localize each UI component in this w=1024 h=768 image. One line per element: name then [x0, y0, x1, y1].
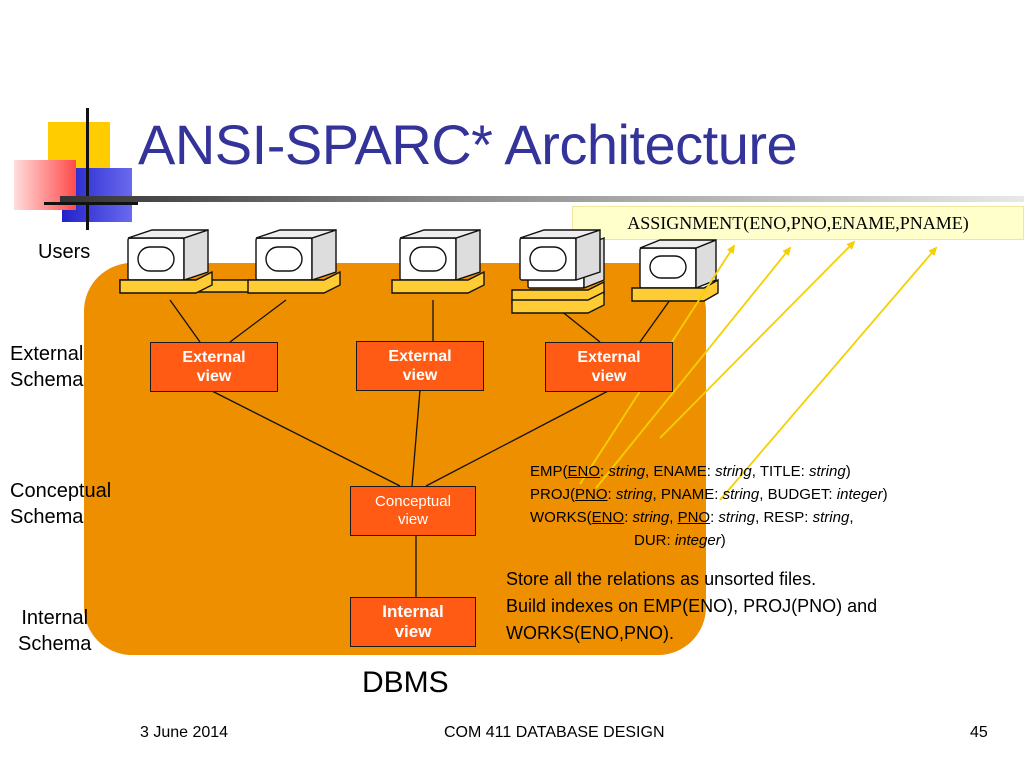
schema-row-emp: EMP(ENO: string, ENAME: string, TITLE: s…: [530, 463, 851, 480]
title-underline: [60, 196, 1024, 202]
external-view-box-2: External view: [356, 341, 484, 391]
dbms-panel: [84, 263, 706, 655]
conceptual-schema-definition: EMP(ENO: string, ENAME: string, TITLE: s…: [530, 460, 888, 552]
footer-date: 3 June 2014: [140, 724, 229, 741]
storage-note-line: WORKS(ENO,PNO).: [506, 623, 675, 643]
external-view-label: External view: [577, 348, 641, 385]
schema-row-proj: PROJ(PNO: string, PNAME: string, BUDGET:…: [530, 486, 888, 503]
dbms-label: DBMS: [362, 666, 449, 699]
external-view-label: External view: [182, 348, 246, 385]
internal-storage-note: Store all the relations as unsorted file…: [506, 566, 877, 647]
conceptual-view-box: Conceptual view: [350, 486, 476, 536]
schema-row-works: WORKS(ENO: string, PNO: string, RESP: st…: [530, 509, 854, 526]
deco-horizontal-line: [44, 202, 138, 205]
user-terminal-icon: [631, 238, 719, 302]
user-terminal-icon: [247, 229, 341, 294]
slide-title: ANSI-SPARC* Architecture: [138, 113, 798, 176]
storage-note-line: Build indexes on EMP(ENO), PROJ(PNO) and: [506, 596, 878, 616]
user-terminal-icon: [511, 229, 605, 314]
footer-course: COM 411 DATABASE DESIGN: [444, 724, 665, 741]
deco-vertical-line: [86, 108, 89, 230]
level-label-users: Users: [38, 241, 91, 263]
external-view-box-1: External view: [150, 342, 278, 392]
external-view-box-3: External view: [545, 342, 673, 392]
conceptual-view-label: Conceptual view: [375, 493, 451, 528]
user-terminal-icon: [391, 229, 485, 294]
level-label-external: External Schema: [10, 343, 84, 391]
internal-view-label: Internal view: [382, 601, 444, 641]
schema-row-works-cont: DUR: integer): [634, 532, 726, 549]
level-label-internal: Internal Schema: [18, 607, 92, 655]
connector-lines: [169, 299, 671, 597]
internal-view-box: Internal view: [350, 597, 476, 647]
level-label-conceptual: Conceptual Schema: [10, 480, 112, 528]
assignment-relation: ASSIGNMENT(ENO,PNO,ENAME,PNAME): [572, 206, 1024, 240]
storage-note-line: Store all the relations as unsorted file…: [506, 569, 817, 589]
external-view-label: External view: [388, 347, 452, 384]
footer-page-number: 45: [970, 724, 988, 741]
